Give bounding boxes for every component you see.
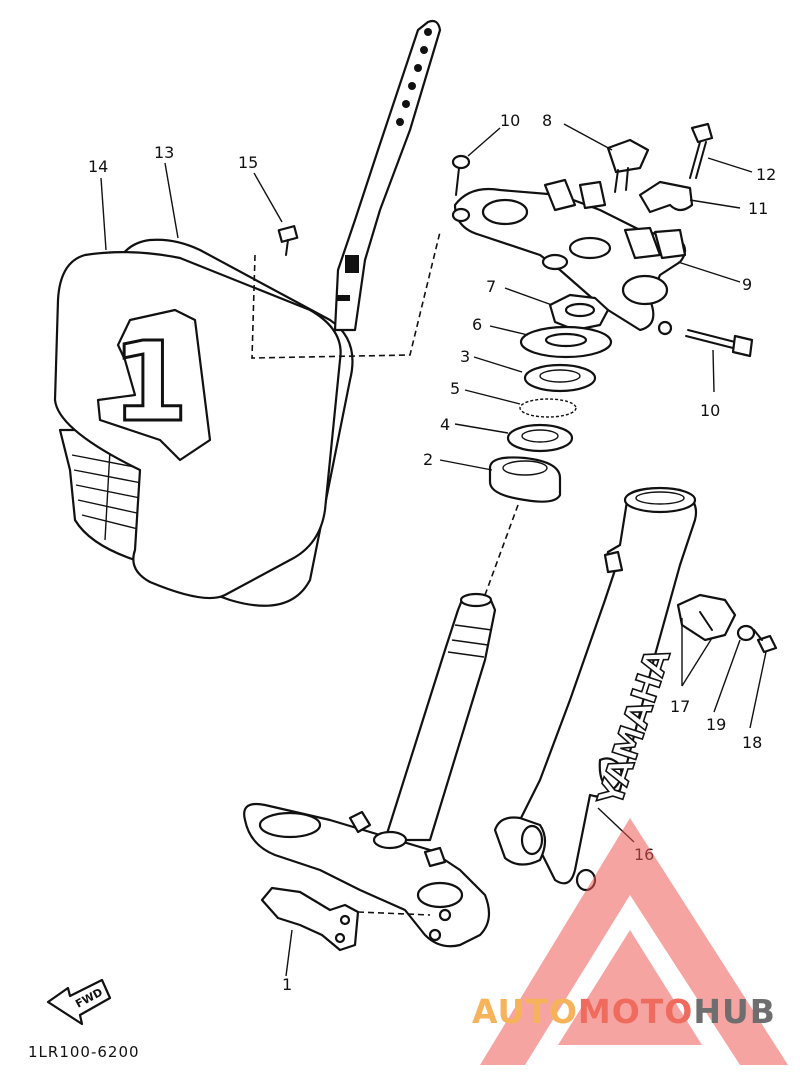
handlebar-clamp-11 bbox=[638, 180, 694, 214]
callout-5: 5 bbox=[450, 379, 460, 398]
plate-number-outline bbox=[96, 308, 212, 462]
bearing-2 bbox=[488, 456, 562, 503]
bolt-18 bbox=[753, 629, 778, 654]
callout-2: 2 bbox=[423, 450, 433, 469]
upper-bracket bbox=[453, 178, 687, 336]
bolt-15 bbox=[277, 225, 299, 256]
callout-10-top: 10 bbox=[500, 111, 520, 130]
watermark-hub: HUB bbox=[693, 992, 776, 1031]
callout-15: 15 bbox=[238, 153, 258, 172]
callout-13: 13 bbox=[154, 143, 174, 162]
bolt-10-right bbox=[685, 329, 754, 358]
under-bracket bbox=[243, 802, 491, 948]
callout-6: 6 bbox=[472, 315, 482, 334]
callout-3: 3 bbox=[460, 347, 470, 366]
watermark-moto: MOTO bbox=[577, 992, 694, 1031]
callout-9: 9 bbox=[742, 275, 752, 294]
callout-14: 14 bbox=[88, 157, 108, 176]
callout-19: 19 bbox=[706, 715, 726, 734]
guard-clamp-17 bbox=[676, 593, 737, 642]
plate-stay-bracket bbox=[333, 19, 442, 332]
watermark-logo bbox=[480, 818, 788, 1065]
bolt-8 bbox=[606, 138, 650, 193]
leader-lines bbox=[100, 123, 767, 977]
bearing-cover-3 bbox=[523, 363, 597, 393]
steering-stem bbox=[383, 592, 497, 842]
watermark-text: AUTOMOTOHUB bbox=[472, 992, 776, 1031]
stem-guide-line bbox=[484, 504, 519, 596]
washer-6 bbox=[519, 325, 613, 359]
steering-nut-7 bbox=[548, 293, 610, 332]
plate-number: 1 bbox=[112, 318, 189, 446]
watermark-triangle bbox=[480, 818, 788, 1065]
ball-race-5 bbox=[519, 398, 577, 418]
callout-4: 4 bbox=[440, 415, 450, 434]
stay-holes bbox=[336, 28, 432, 301]
bearing-4 bbox=[506, 423, 574, 453]
callout-12: 12 bbox=[756, 165, 776, 184]
callout-18: 18 bbox=[742, 733, 762, 752]
grille-slots bbox=[71, 449, 153, 541]
mount-guide-line bbox=[251, 231, 441, 359]
diagram-code: 1LR100-6200 bbox=[28, 1043, 140, 1061]
callout-11: 11 bbox=[748, 199, 768, 218]
forward-arrow: FWD bbox=[46, 978, 112, 1026]
cable-guide bbox=[260, 886, 360, 952]
guide-line-bottom bbox=[357, 911, 431, 916]
callout-1: 1 bbox=[282, 975, 292, 994]
callout-17: 17 bbox=[670, 697, 690, 716]
number-plate-assembly: 1 bbox=[53, 238, 354, 607]
callout-numbers: 14 13 15 10 8 12 11 9 7 6 3 5 4 2 10 17 … bbox=[88, 111, 776, 994]
watermark-auto: AUTO bbox=[472, 992, 578, 1031]
callout-10-right: 10 bbox=[700, 401, 720, 420]
bolt-10-top bbox=[451, 154, 471, 223]
callout-8: 8 bbox=[542, 111, 552, 130]
callout-7: 7 bbox=[486, 277, 496, 296]
washer-19 bbox=[736, 624, 756, 642]
bolt-12 bbox=[689, 122, 714, 179]
